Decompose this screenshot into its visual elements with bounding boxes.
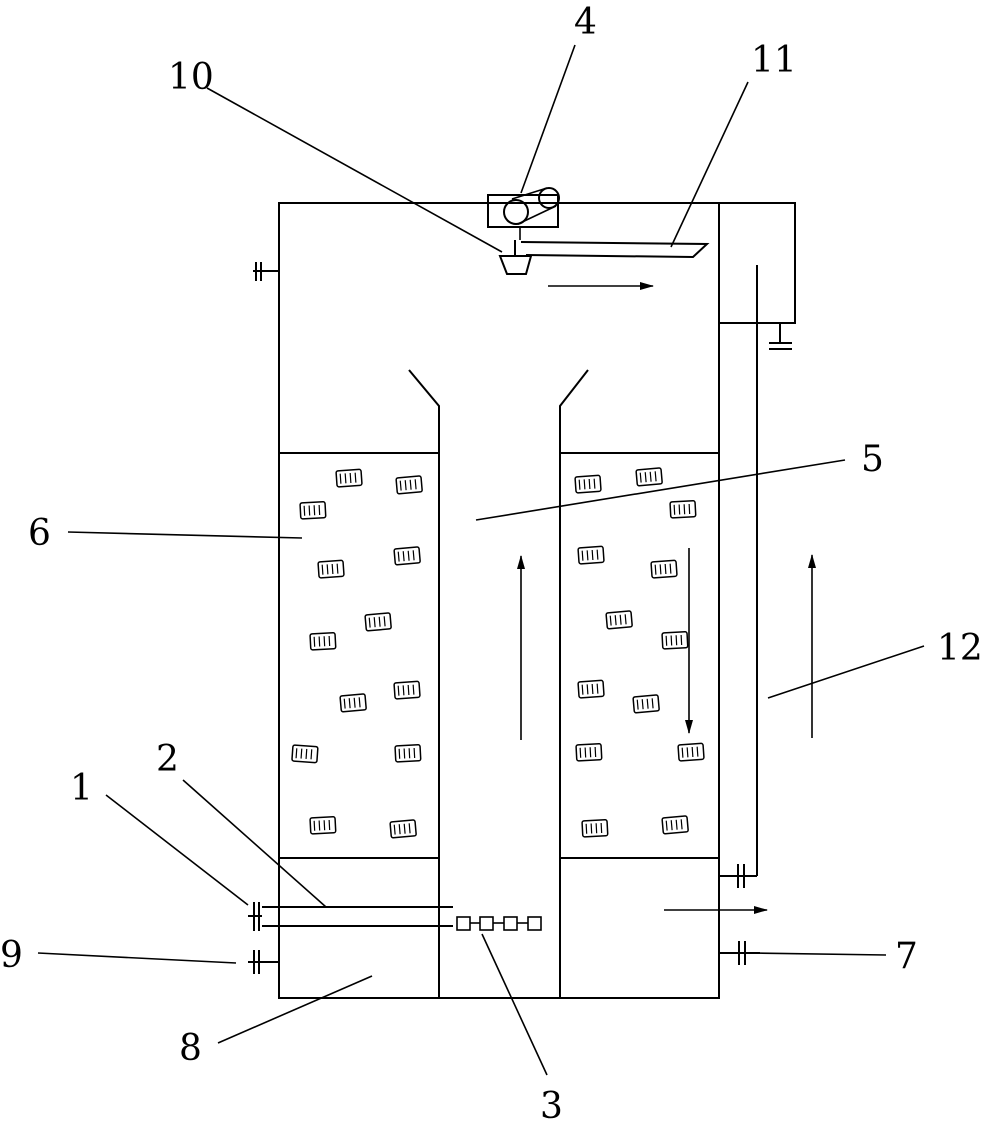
bio-carrier: [574, 474, 602, 494]
bio-carrier: [389, 819, 417, 839]
leader-line-5: [475, 459, 846, 521]
draft-tube-left-wall: [408, 369, 440, 998]
bio-carrier: [309, 632, 337, 651]
inlet-pipe: [248, 902, 453, 931]
label-4: 4: [574, 2, 597, 43]
recirculation-pipe: [719, 265, 758, 888]
collector-cup: [498, 240, 533, 275]
bio-carrier: [394, 744, 422, 763]
bio-carrier: [650, 559, 678, 579]
leader-line-6: [67, 531, 303, 539]
leader-line-4: [520, 44, 576, 194]
bio-carrier: [395, 475, 423, 495]
leader-line-1: [105, 794, 249, 906]
bio-carrier: [335, 468, 363, 488]
leader-line-3: [481, 933, 548, 1076]
label-7: 7: [895, 936, 918, 977]
label-9: 9: [0, 935, 23, 976]
leader-line-7: [751, 952, 887, 956]
motor: [487, 187, 560, 240]
bio-carrier: [669, 500, 697, 519]
leader-line-2: [182, 779, 327, 908]
bio-carrier: [299, 501, 327, 520]
leader-line-10: [206, 87, 503, 253]
leader-line-9: [37, 952, 237, 964]
bio-carrier: [309, 816, 337, 835]
draft-tube-right-wall: [559, 369, 589, 998]
bio-carrier: [577, 545, 605, 565]
bio-carrier: [661, 631, 689, 650]
bio-carrier: [364, 612, 392, 632]
label-11: 11: [751, 40, 797, 81]
drain-valve: [248, 950, 279, 974]
label-12: 12: [937, 628, 982, 669]
bio-carrier: [635, 467, 663, 487]
bio-carrier: [661, 815, 689, 835]
bio-carrier: [339, 693, 367, 713]
tank-outer-wall: [278, 202, 720, 999]
bio-carrier: [291, 744, 319, 764]
carrier-group-left: [291, 468, 423, 839]
label-3: 3: [540, 1086, 563, 1127]
bio-carrier: [393, 680, 421, 700]
carrier-group-right: [574, 467, 705, 838]
label-5: 5: [861, 439, 884, 480]
bio-carrier: [577, 679, 605, 699]
label-2: 2: [156, 739, 179, 780]
aerator: [456, 916, 542, 931]
label-1: 1: [70, 768, 93, 809]
settling-outlet-valve: [769, 323, 792, 350]
top-left-valve: [253, 262, 279, 281]
bio-carrier: [632, 694, 660, 714]
leader-line-12: [767, 645, 925, 699]
bio-carrier: [393, 546, 421, 566]
bio-carrier: [581, 819, 609, 838]
bio-carrier: [677, 742, 705, 762]
label-8: 8: [179, 1028, 202, 1069]
leader-line-8: [217, 975, 373, 1044]
discharge-chute: [520, 241, 710, 259]
leader-lines: [37, 44, 925, 1076]
label-10: 10: [168, 57, 214, 98]
label-6: 6: [28, 513, 51, 554]
bio-carrier: [575, 743, 603, 762]
bio-carrier: [317, 559, 345, 579]
bio-carrier: [605, 610, 633, 630]
leader-line-11: [670, 81, 749, 248]
